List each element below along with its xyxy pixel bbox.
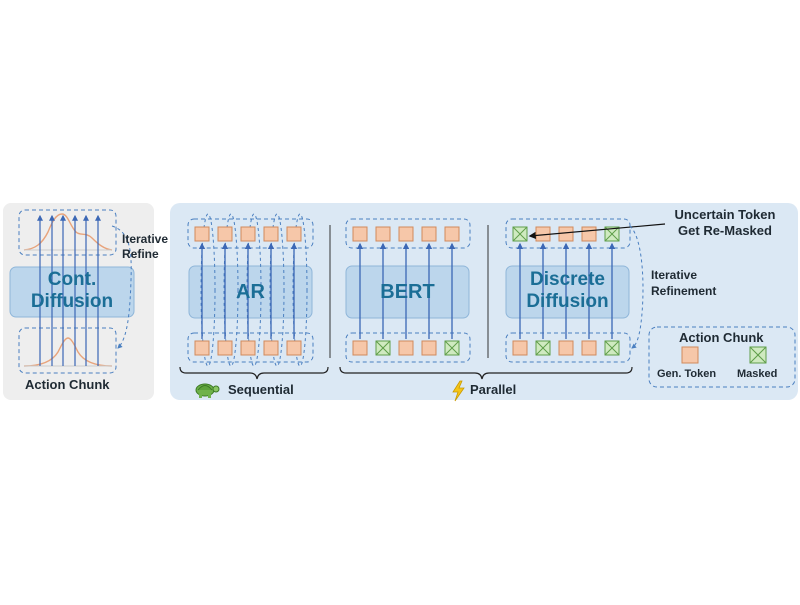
- ar-bottom-token-1: [194, 340, 210, 356]
- ar-bottom-row: [187, 332, 314, 363]
- iterative-refinement-arrow: [629, 225, 644, 349]
- iterative-refinement-line1: Iterative: [651, 268, 698, 282]
- left-action-chunk-label: Action Chunk: [25, 377, 110, 392]
- discrete-line1: Discrete: [530, 269, 605, 290]
- discrete-bottom-token-3: [558, 340, 574, 356]
- bert-bottom-token-5: [444, 340, 460, 356]
- ar-bottom-token-3: [240, 340, 256, 356]
- ar-label: AR: [236, 281, 265, 303]
- lightning-icon: [452, 380, 465, 402]
- legend-title: Action Chunk: [679, 330, 764, 345]
- discrete-diffusion-label: Discrete Diffusion: [506, 269, 629, 313]
- ar-bottom-token-2: [217, 340, 233, 356]
- bert-top-token-5: [444, 226, 460, 242]
- input-distribution-curve: [23, 337, 113, 367]
- uncertain-line1: Uncertain Token: [674, 207, 776, 222]
- ar-loop-2: [223, 213, 239, 367]
- bert-top-token-2: [375, 226, 391, 242]
- ar-loop-4: [269, 213, 285, 367]
- input-dist-box: [18, 327, 117, 374]
- ar-model-box: [188, 265, 313, 319]
- uncertain-token-annotation: Uncertain Token Get Re-Masked: [655, 207, 795, 239]
- bert-bottom-token-3: [398, 340, 414, 356]
- bert-bottom-token-2: [375, 340, 391, 356]
- cont-diffusion-label: Cont. Diffusion: [10, 269, 134, 313]
- discrete-bottom-token-1: [512, 340, 528, 356]
- iterative-refine-line2: Refine: [122, 247, 159, 261]
- discrete-top-token-4: [581, 226, 597, 242]
- output-dist-box: [18, 209, 117, 256]
- ar-top-token-1: [194, 226, 210, 242]
- bert-bottom-token-4: [421, 340, 437, 356]
- discrete-top-token-1: [512, 226, 528, 242]
- legend-swatches: [681, 346, 767, 364]
- ar-bottom-token-4: [263, 340, 279, 356]
- parallel-brace: [339, 366, 633, 380]
- discrete-bottom-row: [505, 332, 631, 363]
- discrete-line2: Diffusion: [526, 291, 609, 312]
- legend-gen-token-label: Gen. Token: [657, 368, 717, 380]
- ar-loop-3: [246, 213, 262, 367]
- parallel-label: Parallel: [470, 382, 517, 397]
- iterative-refine-line1: Iterative: [122, 232, 169, 246]
- legend-masked-swatch: [749, 346, 767, 364]
- iterative-refine-arrow: [111, 225, 132, 349]
- turtle-icon: [195, 383, 220, 398]
- bert-top-token-4: [421, 226, 437, 242]
- ar-loops: [200, 213, 308, 367]
- output-distribution-curve: [23, 213, 113, 251]
- discrete-model-box: [505, 265, 630, 319]
- bert-bottom-row: [345, 332, 471, 363]
- legend-gen-token-swatch: [681, 346, 699, 364]
- remask-pointer-arrow: [528, 223, 666, 240]
- sequential-brace: [179, 366, 329, 380]
- legend-box: [648, 326, 796, 388]
- bert-top-token-3: [398, 226, 414, 242]
- cont-diffusion-arrows: [37, 214, 101, 366]
- discrete-bottom-token-5: [604, 340, 620, 356]
- discrete-top-token-3: [558, 226, 574, 242]
- cont-diffusion-box: [9, 266, 135, 318]
- discrete-bottom-token-2: [535, 340, 551, 356]
- ar-loop-1: [200, 213, 216, 367]
- iterative-refinement-line2: Refinement: [651, 284, 717, 298]
- cont-diffusion-line1: Cont.: [47, 269, 97, 290]
- right-panel: [170, 203, 798, 400]
- bert-model-box: [345, 265, 470, 319]
- uncertain-line2: Get Re-Masked: [678, 223, 772, 238]
- bert-bottom-token-1: [352, 340, 368, 356]
- ar-bottom-token-5: [286, 340, 302, 356]
- ar-top-token-4: [263, 226, 279, 242]
- bert-label: BERT: [380, 281, 435, 303]
- token-arrows: [198, 242, 616, 339]
- tokens: [194, 226, 620, 356]
- ar-loop-5: [292, 213, 308, 367]
- bert-top-token-1: [352, 226, 368, 242]
- iterative-refine-label: Iterative Refine: [122, 232, 168, 262]
- ar-top-token-3: [240, 226, 256, 242]
- discrete-bottom-token-4: [581, 340, 597, 356]
- ar-top-token-2: [217, 226, 233, 242]
- cont-diffusion-line2: Diffusion: [30, 291, 114, 312]
- sequential-label: Sequential: [228, 382, 294, 397]
- iterative-refinement-label: Iterative Refinement: [651, 267, 716, 299]
- ar-top-token-5: [286, 226, 302, 242]
- legend-masked-label: Masked: [737, 368, 778, 380]
